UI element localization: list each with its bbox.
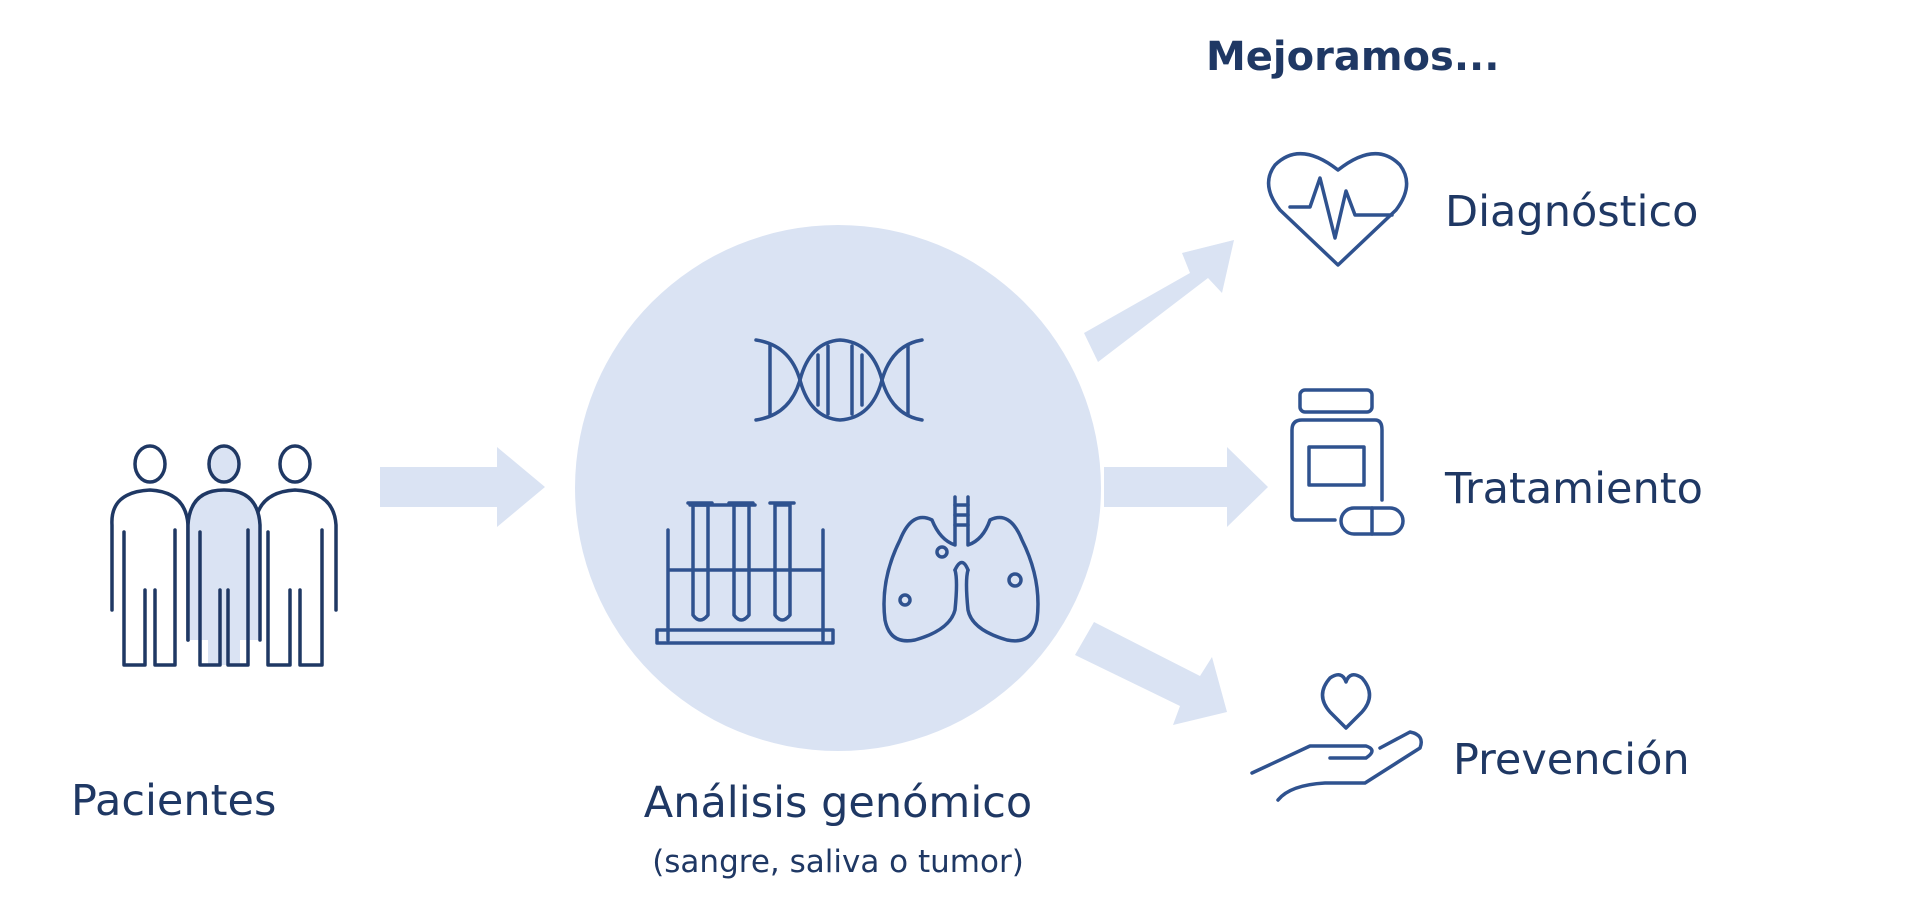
heart-pulse-icon	[1266, 151, 1409, 267]
arrow-to-treatment	[1104, 447, 1268, 527]
outcome-prevention-label: Prevención	[1453, 735, 1690, 785]
outcome-diagnosis-label: Diagnóstico	[1445, 187, 1698, 237]
outcomes-heading: Mejoramos...	[1206, 34, 1499, 80]
arrow-to-analysis	[380, 447, 545, 527]
medicine-bottle-icon	[1290, 388, 1405, 536]
patients-icon	[110, 444, 338, 667]
arrow-to-diagnosis	[1084, 240, 1234, 362]
analysis-title: Análisis genómico	[644, 778, 1032, 828]
analysis-subtitle: (sangre, saliva o tumor)	[652, 844, 1024, 880]
analysis-circle	[575, 225, 1101, 751]
outcome-treatment-label: Tratamiento	[1444, 464, 1703, 514]
outcome-arrows	[1075, 240, 1268, 725]
test-tubes-icon	[655, 501, 835, 645]
dna-icon	[754, 338, 924, 422]
patients-label: Pacientes	[71, 776, 276, 826]
lungs-icon	[882, 495, 1040, 643]
hand-heart-icon	[1250, 673, 1423, 802]
arrow-to-prevention	[1075, 622, 1227, 725]
